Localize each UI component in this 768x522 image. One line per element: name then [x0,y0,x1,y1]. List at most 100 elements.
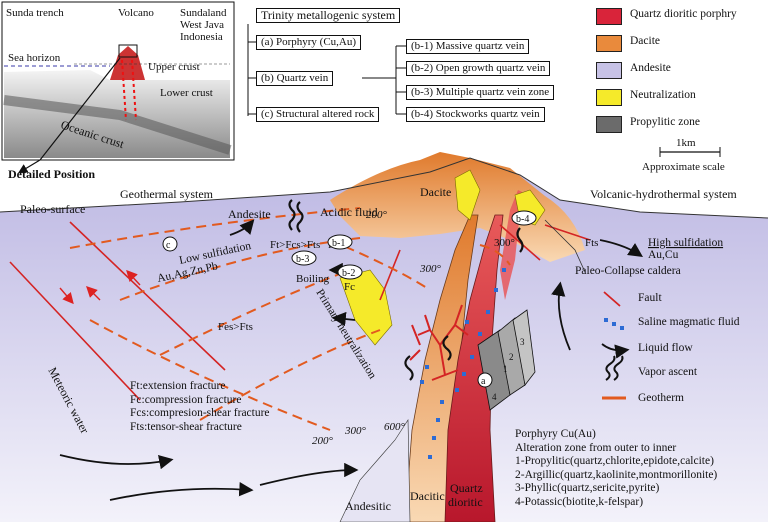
andesitic-label: Andesitic [345,499,391,513]
paleo-collapse-caldera-outline [544,219,586,273]
high-sulfidation-title: High sulfidation [648,237,723,249]
alteration-legend: Porphyry Cu(Au) Alteration zone from out… [515,428,717,509]
badge-b1: b-1 [332,238,345,249]
legend-dacite: Dacite [630,35,661,47]
boiling-label: Boiling [296,273,330,285]
vein-b4-key: (b-4) [411,108,434,120]
vein-b3-key: (b-3) [411,86,434,98]
type-c-label: Structural altered rock [275,108,375,120]
legend-liquid-flow: Liquid flow [638,342,693,354]
vein-b1: (b-1) Massive quartz vein [406,39,530,54]
system-title: Trinity metallogenic system [261,8,396,22]
paleo-collapse-label: Paleo-Collapse caldera [575,265,681,277]
inset-volcano: Volcano [118,7,154,19]
vein-b4: (b-4) Stockworks quartz vein [406,107,545,122]
badge-c: c [166,240,171,251]
legend-geotherm: Geotherm [638,392,684,404]
alteration-subtitle: Alteration zone from outer to inner [515,441,677,454]
dacite-label: Dacite [420,185,451,199]
fes-fts-label: Fes>Fts [218,321,253,333]
location-inset [1,1,235,174]
vein-network [409,304,469,381]
vein-b3: (b-3) Multiple quartz vein zone [406,85,555,100]
system-type-a: (a) Porphyry (Cu,Au) [256,35,362,50]
inset-west-java: West Java [180,19,224,31]
acidic-fluid-label: Acidic fluid [320,205,378,219]
legend-quartz-dioritic: Quartz dioritic porphry [630,8,737,20]
legend-neutralization: Neutralization [630,89,696,101]
legend-vapor-ascent: Vapor ascent [638,366,698,378]
fts-label: Fts [585,237,598,249]
detailed-position-label: Detailed Position [8,167,95,181]
geotherm-300-mid: 300° [419,263,442,275]
vapor-ascent-icon [605,355,624,381]
zone-1-label: 1 [503,364,508,374]
vein-b2: (b-2) Open growth quartz vein [406,61,551,76]
ft-seq-label: Ft>Fcs>Fts [270,239,320,251]
saline-fluid-dots [420,268,506,459]
vein-b2-label: Open growth quartz vein [435,62,546,74]
liquid-flow-icon [601,343,630,359]
scale-bar [659,147,721,157]
fc-arrow-label: Fc [344,281,355,293]
badges [162,210,537,388]
inset-sea-horizon: Sea horizon [8,52,61,64]
quartz-label: Quartz [450,481,483,495]
swatch-andesite [596,62,622,79]
swatch-propylitic [596,116,622,133]
vein-b1-key: (b-1) [411,40,434,52]
inset-sundaland: Sundaland [180,7,227,19]
vein-b1-label: Massive quartz vein [435,40,525,52]
paleo-surface-line [0,157,768,219]
fracture-definitions: Ft:extension fracture Fc:compression fra… [130,380,270,434]
geotherm-600: 600° [384,421,406,433]
geotherm-300-low: 300° [344,425,367,437]
dacitic-label: Dacitic [410,489,445,503]
vein-b4-label: Stockworks quartz vein [435,108,540,120]
system-type-c: (c) Structural altered rock [256,107,380,122]
andesite-body [0,165,768,522]
system-title-box: Trinity metallogenic system [256,8,401,23]
vein-b2-key: (b-2) [411,62,434,74]
alteration-zone-2: 2-Argillic(quartz,kaolinite,montmorillon… [515,468,718,481]
zone-4-label: 4 [492,392,497,402]
type-c-key: (c) [261,108,274,120]
inset-upper-crust: Upper crust [148,61,200,73]
vein-b3-label: Multiple quartz vein zone [435,86,550,98]
zone-2-label: 2 [509,352,514,362]
fracture-fcs: Fcs:compresion-shear fracture [130,407,270,419]
paleo-surface-label: Paleo-surface [20,202,85,216]
scale-label: Approximate scale [642,161,725,173]
type-b-key: (b) [261,72,274,84]
inset-lower-crust: Lower crust [160,87,213,99]
saline-fluid-icon [604,318,624,330]
legend-propylitic: Propylitic zone [630,116,700,128]
vapor-ascent-marks [288,199,524,381]
alteration-zone-4: 4-Potassic(biotite,k-felspar) [515,495,644,508]
inset-indonesia: Indonesia [180,31,223,43]
zone-3-label: 3 [520,337,525,347]
geothermal-system-label: Geothermal system [120,187,214,201]
type-b-label: Quartz vein [276,72,329,84]
scale-value: 1km [676,137,696,149]
inset-sunda-trench: Sunda trench [6,7,64,19]
dioritic-label: dioritic [448,495,483,509]
swatch-neutralization [596,89,622,106]
symbol-legend-icons [601,291,630,400]
andesitic-lower-left [339,419,411,522]
system-tree-connectors [247,24,406,116]
swatch-dacite [596,35,622,52]
legend-fault: Fault [638,292,662,304]
volcanic-hydrothermal-label: Volcanic-hydrothermal system [590,187,737,201]
legend-saline-fluid: Saline magmatic fluid [638,316,740,328]
high-sulfidation-metals: Au,Cu [648,249,679,261]
fault-icon [603,291,621,307]
system-type-b: (b) Quartz vein [256,71,334,86]
alteration-title: Porphyry Cu(Au) [515,428,596,440]
badge-b2: b-2 [342,268,355,279]
alteration-zone-blocks: 4 1 2 3 [477,309,536,411]
andesite-label: Andesite [228,207,271,221]
type-a-label: Porphyry (Cu,Au) [275,36,357,48]
